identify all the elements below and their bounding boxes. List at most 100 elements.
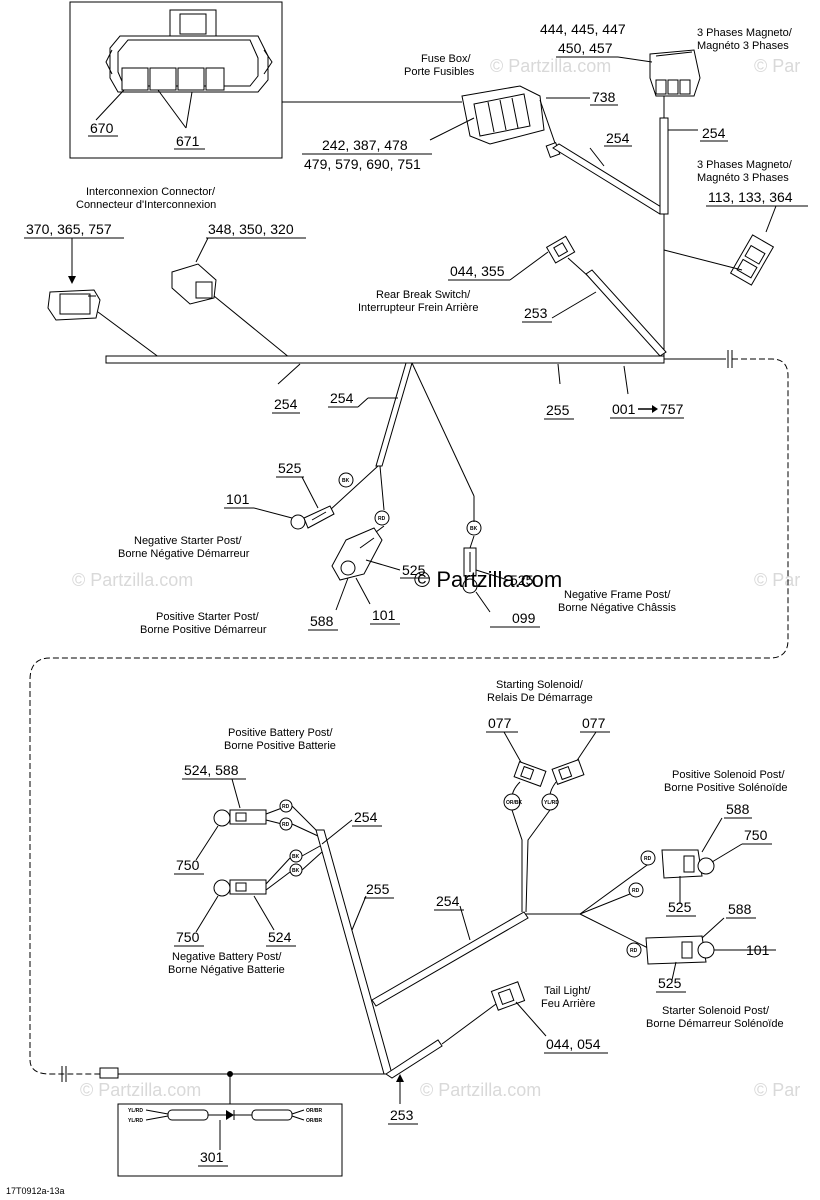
solenoid-connector-b	[551, 759, 585, 785]
neg-frame-label: Negative Frame Post/	[564, 589, 671, 601]
tail-light-connector	[490, 981, 526, 1011]
starting-solenoid-label: Relais De Démarrage	[487, 692, 593, 704]
part-524: 524	[268, 929, 292, 945]
positive-solenoid-terminal	[661, 849, 715, 879]
part-077: 077	[488, 715, 512, 731]
neg-battery-label: Borne Négative Batterie	[168, 964, 285, 976]
fuse-box-label: Porte Fusibles	[404, 66, 475, 78]
positive-battery-terminal	[213, 807, 283, 827]
part-301: 301	[200, 1149, 224, 1165]
part-670: 670	[90, 120, 114, 136]
starter-solenoid-label: Borne Démarreur Solénoïde	[646, 1018, 784, 1030]
part-254: 254	[354, 809, 378, 825]
part-588: 588	[310, 613, 334, 629]
magneto-label: 3 Phases Magneto/	[697, 27, 793, 39]
part-738: 738	[592, 89, 616, 105]
wire-tag: BK	[292, 854, 300, 860]
negative-battery-terminal	[213, 857, 291, 897]
wire-tag: RD	[282, 804, 290, 810]
rear-break-label: Rear Break Switch/	[376, 289, 471, 301]
pos-starter-label: Positive Starter Post/	[156, 611, 260, 623]
harness-255-lower	[315, 829, 393, 1075]
part-242: 242, 387, 478	[322, 137, 408, 153]
wire-tag: RD	[632, 888, 640, 894]
watermark-faint: © Partzilla.com	[420, 1080, 541, 1100]
negative-starter-terminal	[290, 505, 335, 530]
part-113: 113, 133, 364	[708, 189, 793, 205]
part-750: 750	[176, 857, 200, 873]
figure-code: 17T0912a-13a	[6, 1186, 65, 1196]
part-254: 254	[436, 893, 460, 909]
part-254: 254	[606, 130, 630, 146]
part-370: 370, 365, 757	[26, 221, 112, 237]
wire-tag: OR/BR	[306, 1108, 323, 1114]
connector-348	[171, 263, 217, 305]
wire-tag: BK	[342, 478, 350, 484]
wire-tag: RD	[630, 948, 638, 954]
part-101: 101	[372, 607, 396, 623]
part-044: 044, 054	[546, 1036, 601, 1052]
wire-tag: YL/RD	[128, 1118, 143, 1124]
part-450: 450, 457	[558, 40, 613, 56]
harness-254	[552, 143, 667, 215]
harness-253-lower	[385, 1039, 443, 1079]
wire-tag: YL/RD	[544, 800, 559, 806]
part-255: 255	[546, 402, 570, 418]
part-444: 444, 445, 447	[540, 21, 626, 37]
watermark-main: © Partzilla.com	[414, 567, 562, 592]
part-750: 750	[744, 827, 768, 843]
solenoid-connector-a	[513, 761, 547, 787]
part-525: 525	[668, 899, 692, 915]
connector-inset: 670 671	[69, 1, 283, 159]
pos-battery-label: Borne Positive Batterie	[224, 740, 336, 752]
watermark-faint: © Partzilla.com	[80, 1080, 201, 1100]
part-525: 525	[658, 975, 682, 991]
pos-battery-label: Positive Battery Post/	[228, 727, 333, 739]
pos-solenoid-label: Positive Solenoid Post/	[672, 769, 785, 781]
part-525: 525	[402, 562, 426, 578]
starter-solenoid-terminal	[645, 935, 715, 965]
part-254: 254	[330, 390, 354, 406]
magneto-connector-top	[649, 49, 701, 97]
harness-253	[585, 269, 667, 357]
watermark-faint: © Partzilla.com	[490, 56, 611, 76]
tail-light-label: Tail Light/	[544, 985, 591, 997]
part-525: 525	[278, 460, 302, 476]
pos-solenoid-label: Borne Positive Solénoïde	[664, 782, 788, 794]
interconnexion-connector	[47, 289, 101, 321]
neg-starter-label: Negative Starter Post/	[134, 535, 243, 547]
part-101: 101	[226, 491, 250, 507]
part-750: 750	[176, 929, 200, 945]
part-671: 671	[176, 133, 200, 149]
part-253: 253	[524, 305, 548, 321]
wire-tag: OR/BK	[506, 800, 523, 806]
tail-light-label: Feu Arrière	[541, 998, 595, 1010]
part-757: 757	[660, 401, 684, 417]
watermark-faint: © Par	[754, 570, 800, 590]
part-525: 525	[510, 572, 534, 588]
diode-inset: YL/RD YL/RD OR/BR OR/BR 301	[117, 1103, 343, 1177]
harness-254-starter	[375, 362, 413, 467]
magneto-connector-right	[729, 234, 775, 286]
part-254: 254	[702, 125, 726, 141]
pos-starter-label: Borne Positive Démarreur	[140, 624, 267, 636]
watermark-faint: © Par	[754, 56, 800, 76]
neg-frame-label: Borne Négative Châssis	[558, 602, 677, 614]
connector-670-drawing	[105, 9, 273, 93]
interconnexion-label: Interconnexion Connector/	[86, 186, 216, 198]
main-harness	[105, 355, 665, 364]
part-044: 044, 355	[450, 263, 505, 279]
neg-battery-label: Negative Battery Post/	[172, 951, 282, 963]
part-099: 099	[512, 610, 536, 626]
wire-tag: RD	[282, 822, 290, 828]
harness-254-vertical	[659, 117, 669, 215]
starting-solenoid-label: Starting Solenoid/	[496, 679, 584, 691]
harness-254-lower	[371, 911, 529, 1007]
magneto-label: Magnéto 3 Phases	[697, 40, 789, 52]
interconnexion-label: Connecteur d'Interconnexion	[76, 199, 216, 211]
rear-break-label: Interrupteur Frein Arrière	[358, 302, 478, 314]
dashed-continuation	[29, 358, 789, 1075]
wire-tag: BK	[292, 868, 300, 874]
negative-frame-terminal	[462, 547, 478, 594]
